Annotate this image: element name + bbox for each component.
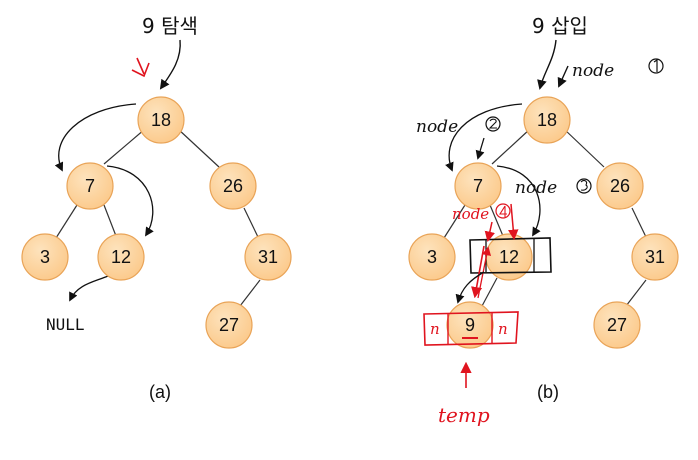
panel-b-node-3: 3 (408, 233, 456, 281)
node-circle (408, 233, 456, 281)
edge-18-7 (103, 128, 146, 165)
node-circle (631, 233, 679, 281)
panel-b-node-12: 12 (485, 233, 533, 281)
panel-a-node-12: 12 (97, 233, 145, 281)
edge-31-27 (625, 279, 647, 307)
node-circle (209, 162, 257, 210)
node-circle (21, 233, 69, 281)
node-label: 18 (151, 110, 171, 130)
search-arrow-12-to-null (69, 275, 109, 302)
node-label: 31 (258, 247, 278, 267)
edge-26-31 (631, 207, 647, 238)
node-12-drawn-box (469, 237, 552, 274)
edge-18-7 (491, 128, 531, 165)
node-label: 27 (219, 315, 239, 335)
node-1-pointer-arrow (557, 65, 569, 88)
panel-a-node-26: 26 (209, 162, 257, 210)
search-entry-arrow (159, 39, 181, 90)
insert-entry-arrow (537, 39, 557, 90)
node-label: 31 (645, 247, 665, 267)
node-1-annotation: node (572, 61, 614, 81)
node-label: 27 (607, 315, 627, 335)
panel-b-title: 9 삽입 (532, 14, 588, 38)
node-circle (244, 233, 292, 281)
node-4-circled-number-icon (495, 203, 511, 219)
node-3-annotation: node (515, 178, 557, 198)
red-entry-arrow-head (131, 62, 150, 78)
left-null-annotation: n (430, 320, 440, 338)
right-null-annotation: n (498, 320, 508, 338)
insert-arrow-18-to-7 (445, 103, 523, 172)
node-label: 3 (40, 247, 50, 267)
node-circle (137, 96, 185, 144)
circled-three-glyph-icon (580, 180, 588, 191)
search-arrow-18-to-7 (54, 103, 137, 172)
node-label: 7 (85, 176, 95, 196)
edge-7-3 (55, 204, 78, 239)
edge-7-12 (103, 204, 117, 237)
panel-b-edges (443, 128, 647, 307)
panel-a-caption: (a) (149, 382, 171, 402)
node-label: 12 (111, 247, 131, 267)
node-circle (593, 301, 641, 349)
edge-7-3 (443, 204, 466, 239)
node-4-annotation: node (452, 205, 489, 223)
insert-arrow-7-to-12 (496, 165, 541, 237)
red-entry-arrow-shaft (136, 57, 145, 75)
edge-12-9 (481, 277, 498, 307)
node-circle (205, 301, 253, 349)
node-circle (454, 162, 502, 210)
panel-a-title: 9 탐색 (142, 14, 198, 38)
panel-a-node-31: 31 (244, 233, 292, 281)
panel-a-node-18: 18 (137, 96, 185, 144)
new-node-drawn-box (423, 311, 519, 346)
panel-b: 9 삽입 node node node (408, 14, 679, 427)
node-label: 7 (473, 176, 483, 196)
node-1-circled-number-icon (648, 58, 664, 74)
node-label: 26 (223, 176, 243, 196)
circled-four-glyph-icon (499, 205, 507, 217)
node-circle (596, 162, 644, 210)
node-4-pointer-arrow (484, 221, 495, 243)
edge-18-26 (563, 128, 605, 168)
panel-a-node-27: 27 (205, 301, 253, 349)
panel-b-node-31: 31 (631, 233, 679, 281)
circled-one-glyph-icon (653, 58, 658, 72)
node-2-circled-number-icon (485, 116, 501, 132)
panel-a: 9 탐색 18 7 26 (21, 14, 292, 402)
node-label: 9 (465, 315, 475, 335)
node-circle (66, 162, 114, 210)
edge-26-31 (243, 207, 259, 238)
null-label: NULL (46, 315, 85, 334)
panel-b-caption: (b) (537, 382, 559, 402)
node-2-annotation: node (416, 117, 458, 137)
black-link-arrow-to-new (455, 271, 485, 304)
red-descent-arrow (508, 203, 519, 241)
circled-two-glyph-icon (488, 118, 497, 129)
temp-annotation: temp (438, 403, 490, 427)
edge-7-12 (489, 204, 504, 237)
node-label: 26 (610, 176, 630, 196)
panel-b-new-node-9: 9 (446, 301, 494, 349)
node-label: 3 (427, 247, 437, 267)
node-3-circled-number-icon (576, 178, 592, 194)
node-label: 12 (499, 247, 519, 267)
node-circle (523, 96, 571, 144)
panel-b-node-18: 18 (523, 96, 571, 144)
panel-a-node-7: 7 (66, 162, 114, 210)
panel-a-node-3: 3 (21, 233, 69, 281)
edge-18-26 (177, 128, 220, 168)
panel-b-node-26: 26 (596, 162, 644, 210)
panel-a-edges (55, 128, 261, 307)
node-label: 18 (537, 110, 557, 130)
edge-31-27 (239, 279, 261, 307)
node-circle (97, 233, 145, 281)
panel-b-node-27: 27 (593, 301, 641, 349)
node-2-pointer-arrow (475, 137, 485, 160)
search-arrow-7-to-12 (106, 165, 154, 237)
panel-b-node-7: 7 (454, 162, 502, 210)
